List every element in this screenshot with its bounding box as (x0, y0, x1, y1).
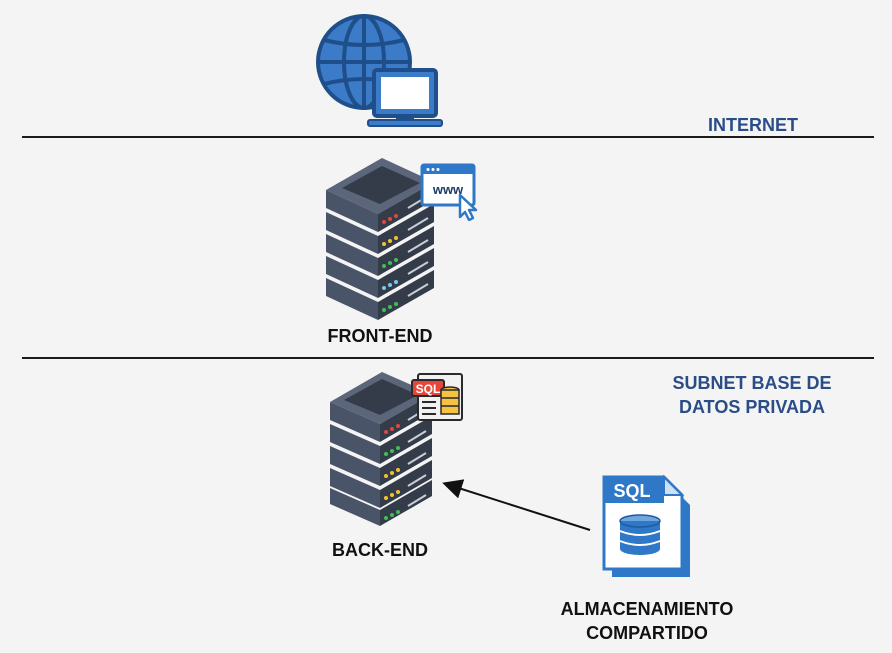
private-subnet-boundary-line (22, 357, 874, 359)
internet-boundary-line (22, 136, 874, 138)
internet-zone-label: INTERNET (708, 115, 798, 135)
browser-www-icon: www (420, 163, 482, 221)
private-subnet-zone-label: SUBNET BASE DE DATOS PRIVADA (672, 373, 832, 417)
data-flow-arrow (436, 476, 596, 538)
sql-file-text: SQL (613, 481, 650, 501)
sql-database-file-icon: SQL (598, 473, 694, 583)
sql-badge-text: SQL (416, 382, 441, 396)
sql-document-icon: SQL (410, 370, 466, 424)
storage-label: ALMACENAMIENTO COMPARTIDO (560, 599, 734, 643)
front-end-server-icon (322, 156, 438, 324)
front-end-label: FRONT-END (327, 326, 433, 346)
www-text: www (432, 182, 464, 197)
back-end-label: BACK-END (332, 540, 428, 560)
globe-computer-icon (312, 14, 444, 128)
